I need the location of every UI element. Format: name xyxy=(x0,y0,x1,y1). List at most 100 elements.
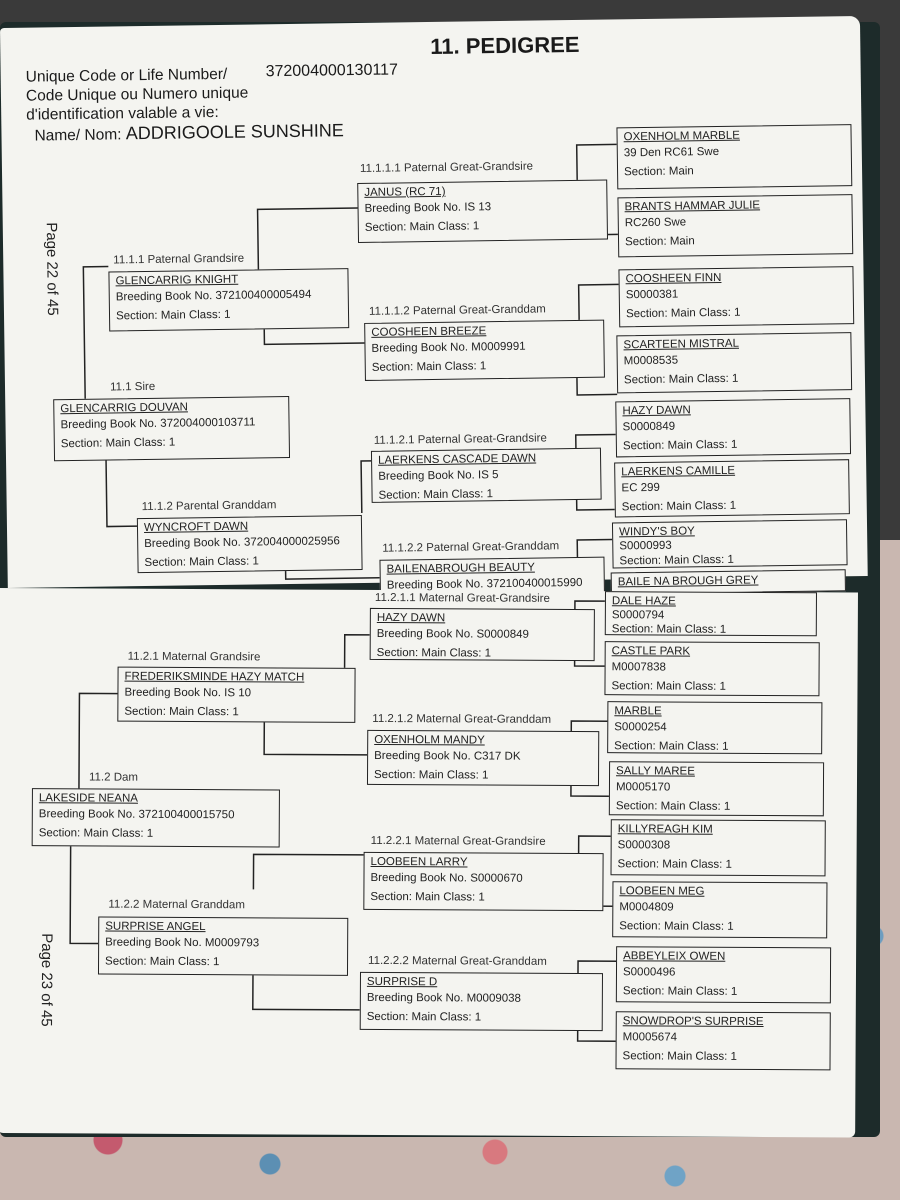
paternal-grandsire-label: 11.1.1 Paternal Grandsire xyxy=(113,252,245,267)
sire-label: 11.1 Sire xyxy=(109,380,156,394)
g4-bot-4: SALLY MAREE M0005170 Section: Main Class… xyxy=(608,761,825,817)
maternal-grandsire-section: Section: Main Class: 1 xyxy=(124,705,239,719)
g4-bot-7: ABBEYLEIX OWEN S0000496 Section: Main Cl… xyxy=(615,946,832,1004)
g4-bot-7-name: ABBEYLEIX OWEN xyxy=(623,950,726,963)
mggs1-section: Section: Main Class: 1 xyxy=(376,646,492,660)
g4-bot-8-line3: Section: Main Class: 1 xyxy=(622,1050,738,1063)
mggs2-section: Section: Main Class: 1 xyxy=(370,890,485,904)
maternal-granddam-name: SURPRISE ANGEL xyxy=(105,920,206,934)
mggd2-book-no: Breeding Book No. M0009038 xyxy=(366,991,521,1005)
maternal-grandsire-book-no: Breeding Book No. IS 10 xyxy=(124,686,252,700)
g4-top-7: WINDY'S BOY S0000993 Section: Main Class… xyxy=(611,519,848,569)
mggd2-section: Section: Main Class: 1 xyxy=(366,1010,482,1024)
g4-top-6-line3: Section: Main Class: 1 xyxy=(621,499,737,514)
mggd1-book-no: Breeding Book No. C317 DK xyxy=(374,749,521,763)
dam-label: 11.2 Dam xyxy=(88,771,139,784)
g4-bot-4-name: SALLY MAREE xyxy=(616,765,695,778)
g4-top-3: COOSHEEN FINN S0000381 Section: Main Cla… xyxy=(618,266,855,328)
paternal-grandsire-box: GLENCARRIG KNIGHT Breeding Book No. 3721… xyxy=(108,268,350,332)
maternal-grandsire-label: 11.2.1 Maternal Grandsire xyxy=(127,650,261,664)
paternal-granddam-box: WYNCROFT DAWN Breeding Book No. 37200400… xyxy=(136,514,363,574)
g4-bot-7-line3: Section: Main Class: 1 xyxy=(622,985,738,998)
g4-bot-5: KILLYREAGH KIM S0000308 Section: Main Cl… xyxy=(610,819,826,877)
g4-bot-1-line2: S0000794 xyxy=(611,609,665,622)
g4-bot-5-name: KILLYREAGH KIM xyxy=(617,823,713,836)
mggd2-label: 11.2.2.2 Maternal Great-Granddam xyxy=(368,954,547,968)
mggd1-name: OXENHOLM MANDY xyxy=(374,733,485,747)
mggs1-book-no: Breeding Book No. S0000849 xyxy=(376,627,529,641)
ggs1-box: JANUS (RC 71) Breeding Book No. IS 13 Se… xyxy=(357,179,609,244)
mggs1-label: 11.2.1.1 Maternal Great-Grandsire xyxy=(374,591,550,605)
g4-bot-2: CASTLE PARK M0007838 Section: Main Class… xyxy=(604,641,820,697)
ggd1-box: COOSHEEN BREEZE Breeding Book No. M00099… xyxy=(364,319,605,381)
paternal-granddam-section: Section: Main Class: 1 xyxy=(144,555,259,570)
paternal-grandsire-section: Section: Main Class: 1 xyxy=(115,308,231,323)
dam-name: LAKESIDE NEANA xyxy=(38,792,139,805)
g4-top-2-line3: Section: Main xyxy=(624,235,695,249)
mggd1-label: 11.2.1.2 Maternal Great-Granddam xyxy=(372,712,552,726)
sire-section: Section: Main Class: 1 xyxy=(60,436,176,451)
g4-top-5-line3: Section: Main Class: 1 xyxy=(622,438,738,453)
g4-top-3-line3: Section: Main Class: 1 xyxy=(625,306,741,321)
g4-top-2: BRANTS HAMMAR JULIE RC260 Swe Section: M… xyxy=(617,194,854,258)
ggs1-section: Section: Main Class: 1 xyxy=(364,220,480,234)
g4-bot-8: SNOWDROP'S SURPRISE M0005674 Section: Ma… xyxy=(615,1011,831,1071)
g4-bot-1-line3: Section: Main Class: 1 xyxy=(611,623,727,636)
mggs2-box: LOOBEEN LARRY Breeding Book No. S0000670… xyxy=(363,851,604,912)
g4-bot-6: LOOBEEN MEG M0004809 Section: Main Class… xyxy=(612,881,828,939)
g4-bot-8-line2: M0005674 xyxy=(622,1031,678,1044)
dam-box: LAKESIDE NEANA Breeding Book No. 3721004… xyxy=(31,788,280,848)
ggs2-label: 11.1.2.1 Paternal Great-Grandsire xyxy=(373,432,547,447)
mggs2-label: 11.2.2.1 Maternal Great-Grandsire xyxy=(370,834,546,848)
g4-bot-6-line2: M0004809 xyxy=(619,901,674,914)
g4-top-4: SCARTEEN MISTRAL M0008535 Section: Main … xyxy=(616,332,853,394)
g4-top-7-line3: Section: Main Class: 1 xyxy=(619,553,735,568)
mggs1-name: HAZY DAWN xyxy=(376,611,446,625)
dam-book-no: Breeding Book No. 372100400015750 xyxy=(38,808,235,822)
ggd2-label: 11.1.2.2 Paternal Great-Granddam xyxy=(382,540,560,555)
sire-book-no: Breeding Book No. 372004000103711 xyxy=(60,416,256,432)
mggs1-box: HAZY DAWN Breeding Book No. S0000849 Sec… xyxy=(369,607,595,662)
pedigree-page-23: Page 23 of 45 11.2 Dam LAKESIDE NEANA Br… xyxy=(0,588,858,1138)
ggs2-box: LAERKENS CASCADE DAWN Breeding Book No. … xyxy=(370,447,602,503)
pedigree-page-22: Unique Code or Life Number/ Code Unique … xyxy=(0,15,868,600)
g4-top-8-name: BAILE NA BROUGH GREY xyxy=(617,574,759,589)
g4-bot-2-name: CASTLE PARK xyxy=(611,645,691,658)
maternal-granddam-section: Section: Main Class: 1 xyxy=(105,955,220,969)
g4-bot-4-line3: Section: Main Class: 1 xyxy=(615,800,731,813)
g4-top-1-line3: Section: Main xyxy=(623,165,694,179)
g4-bot-7-line2: S0000496 xyxy=(622,966,676,979)
mggd1-box: OXENHOLM MANDY Breeding Book No. C317 DK… xyxy=(366,729,600,787)
g4-top-5: HAZY DAWN S0000849 Section: Main Class: … xyxy=(615,398,852,458)
ggd1-label: 11.1.1.2 Paternal Great-Granddam xyxy=(368,303,546,318)
g4-bot-3-line3: Section: Main Class: 1 xyxy=(614,740,729,753)
ggs1-label: 11.1.1.1 Paternal Great-Grandsire xyxy=(359,160,534,175)
g4-bot-6-line3: Section: Main Class: 1 xyxy=(619,920,734,933)
maternal-grandsire-name: FREDERIKSMINDE HAZY MATCH xyxy=(124,670,305,684)
g4-top-4-line3: Section: Main Class: 1 xyxy=(623,372,739,387)
paternal-granddam-book-no: Breeding Book No. 372004000025956 xyxy=(144,535,340,551)
g4-bot-3: MARBLE S0000254 Section: Main Class: 1 xyxy=(607,701,823,755)
mggd1-section: Section: Main Class: 1 xyxy=(373,768,489,782)
maternal-granddam-book-no: Breeding Book No. M0009793 xyxy=(105,936,260,950)
g4-top-6: LAERKENS CAMILLE EC 299 Section: Main Cl… xyxy=(614,459,850,518)
g4-bot-1-name: DALE HAZE xyxy=(611,595,676,608)
g4-bot-5-line3: Section: Main Class: 1 xyxy=(617,858,733,871)
g4-bot-4-line2: M0005170 xyxy=(615,781,671,794)
maternal-granddam-label: 11.2.2 Maternal Granddam xyxy=(108,898,245,912)
g4-bot-5-line2: S0000308 xyxy=(617,839,671,852)
sire-box: GLENCARRIG DOUVAN Breeding Book No. 3720… xyxy=(53,395,291,462)
g4-bot-3-line2: S0000254 xyxy=(614,721,667,734)
mggs2-book-no: Breeding Book No. S0000670 xyxy=(370,871,523,885)
g4-bot-1: DALE HAZE S0000794 Section: Main Class: … xyxy=(604,591,817,637)
mggd2-box: SURPRISE D Breeding Book No. M0009038 Se… xyxy=(359,971,603,1032)
g4-bot-6-name: LOOBEEN MEG xyxy=(619,885,705,898)
mggd2-name: SURPRISE D xyxy=(366,975,438,989)
g4-bot-2-line2: M0007838 xyxy=(611,661,666,674)
g4-bot-2-line3: Section: Main Class: 1 xyxy=(611,680,726,693)
g4-bot-8-name: SNOWDROP'S SURPRISE xyxy=(622,1015,764,1029)
paternal-grandsire-book-no: Breeding Book No. 372100400005494 xyxy=(115,288,312,304)
maternal-grandsire-box: FREDERIKSMINDE HAZY MATCH Breeding Book … xyxy=(117,666,356,723)
ggd1-section: Section: Main Class: 1 xyxy=(371,360,487,374)
maternal-granddam-box: SURPRISE ANGEL Breeding Book No. M000979… xyxy=(97,916,349,976)
